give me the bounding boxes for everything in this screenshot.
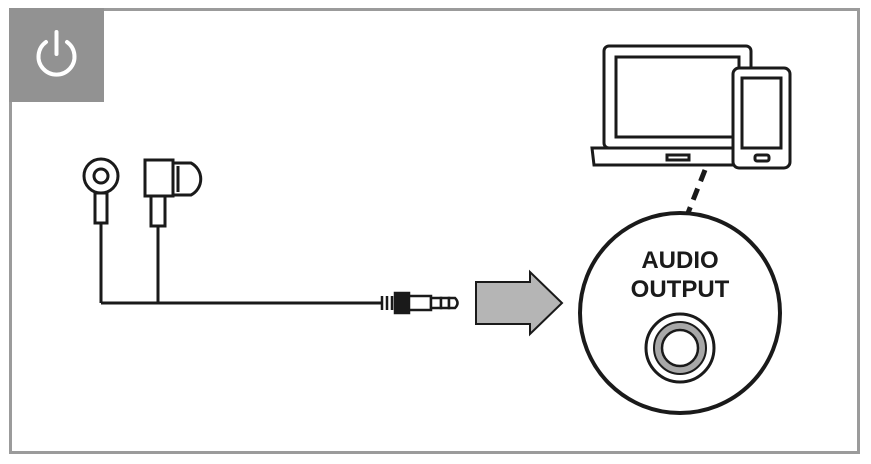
- diagram-frame: [9, 8, 860, 454]
- earphones-icon: [82, 157, 382, 305]
- smartphone-icon: [731, 66, 792, 170]
- audio-output-callout: AUDIO OUTPUT: [578, 211, 782, 415]
- jack-label-line2: OUTPUT: [631, 276, 730, 303]
- power-badge: [9, 8, 104, 102]
- jack-label-line1: AUDIO: [641, 247, 718, 274]
- audio-jack-icon: [644, 312, 716, 384]
- dashed-connection-line: [683, 169, 708, 219]
- right-arrow-icon: [475, 269, 564, 337]
- power-icon: [36, 30, 77, 77]
- audio-plug-icon: [380, 291, 459, 315]
